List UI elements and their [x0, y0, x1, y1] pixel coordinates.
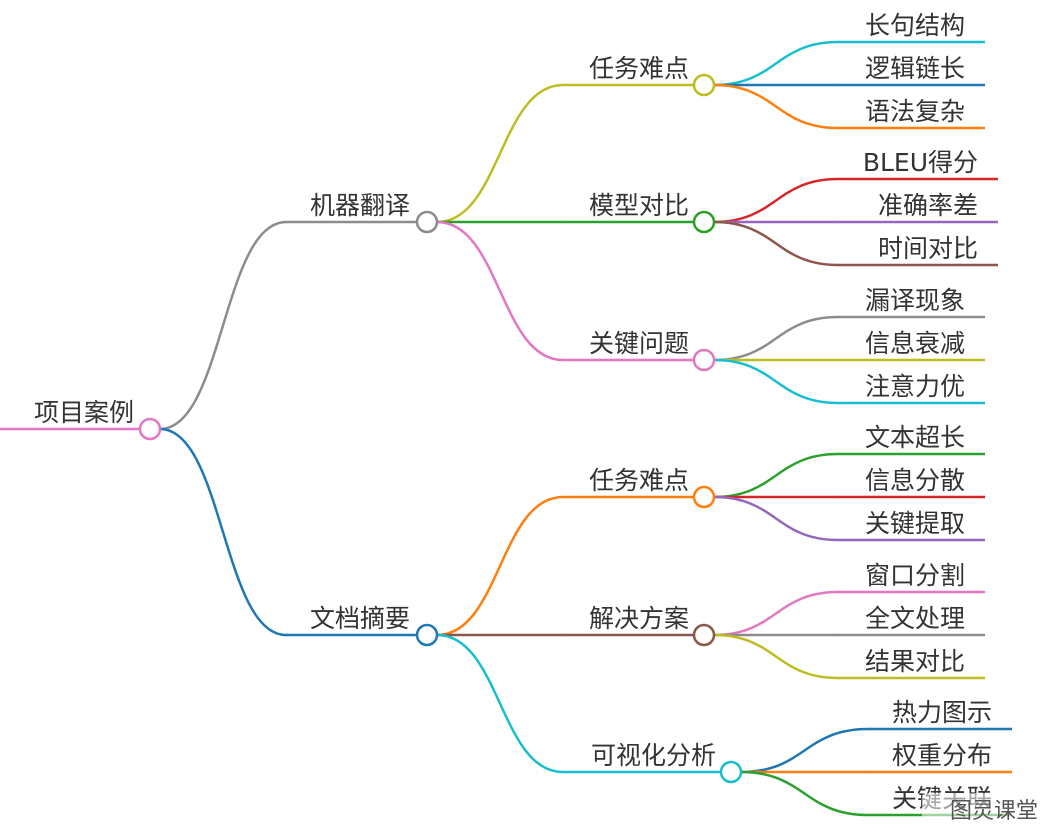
topic-connector	[435, 495, 565, 637]
leaf-node-label: 信息分散	[865, 466, 965, 495]
branch-node-circle[interactable]	[415, 210, 439, 234]
leaf-node-label: 逻辑链长	[865, 54, 965, 83]
topic-connector	[435, 220, 565, 362]
leaf-node-label: 注意力优	[865, 372, 965, 401]
topic-node-label: 可视化分析	[591, 741, 716, 770]
topic-node-label: 任务难点	[589, 54, 689, 83]
branch-connector	[158, 220, 288, 431]
leaf-node-label: 热力图示	[892, 698, 992, 727]
topic-node-label: 任务难点	[589, 466, 689, 495]
leaf-connector	[712, 358, 840, 405]
topic-node-label: 模型对比	[589, 191, 689, 220]
topic-node-circle[interactable]	[692, 73, 716, 97]
topic-node-circle[interactable]	[692, 348, 716, 372]
branch-node-label: 机器翻译	[310, 191, 410, 220]
leaf-node-label: 权重分布	[892, 741, 992, 770]
leaf-connector	[712, 315, 840, 362]
topic-node-label: 解决方案	[589, 604, 689, 633]
topic-node-label: 关键问题	[589, 329, 689, 358]
branch-node-circle[interactable]	[415, 623, 439, 647]
edges	[0, 40, 1012, 817]
leaf-node-label: 结果对比	[865, 647, 965, 676]
leaf-connector	[739, 727, 870, 774]
leaf-connector	[712, 495, 840, 542]
leaf-connector	[739, 770, 870, 817]
leaf-node-label: 长句结构	[865, 11, 965, 40]
nodes: 项目案例机器翻译任务难点长句结构逻辑链长语法复杂模型对比BLEU得分准确率差时间…	[34, 11, 992, 813]
leaf-connector	[712, 590, 840, 637]
leaf-node-label: 准确率差	[878, 191, 978, 220]
branch-connector	[158, 427, 288, 637]
root-node-circle[interactable]	[138, 417, 162, 441]
leaf-connector	[712, 452, 840, 499]
leaf-node-label: 文本超长	[865, 423, 965, 452]
topic-node-circle[interactable]	[692, 623, 716, 647]
topic-node-circle[interactable]	[692, 485, 716, 509]
watermark-backdrop	[922, 793, 1040, 825]
leaf-connector	[712, 177, 840, 224]
leaf-connector	[712, 633, 840, 680]
leaf-connector	[712, 83, 840, 130]
watermark: 图灵课堂	[922, 793, 1040, 825]
topic-node-circle[interactable]	[692, 210, 716, 234]
topic-connector	[435, 633, 565, 774]
leaf-node-label: 全文处理	[865, 604, 965, 633]
watermark-text: 图灵课堂	[950, 799, 1038, 824]
branch-node-label: 文档摘要	[310, 604, 410, 633]
root-node-label: 项目案例	[34, 398, 134, 427]
leaf-node-label: 语法复杂	[865, 97, 965, 126]
topic-connector	[435, 83, 565, 224]
leaf-node-label: 信息衰减	[865, 329, 965, 358]
leaf-node-label: 漏译现象	[865, 286, 965, 315]
leaf-node-label: BLEU得分	[863, 148, 978, 177]
leaf-node-label: 时间对比	[878, 234, 978, 263]
leaf-node-label: 关键提取	[865, 509, 965, 538]
leaf-connector	[712, 40, 840, 87]
topic-node-circle[interactable]	[719, 760, 743, 784]
leaf-node-label: 窗口分割	[865, 561, 965, 590]
leaf-connector	[712, 220, 840, 267]
